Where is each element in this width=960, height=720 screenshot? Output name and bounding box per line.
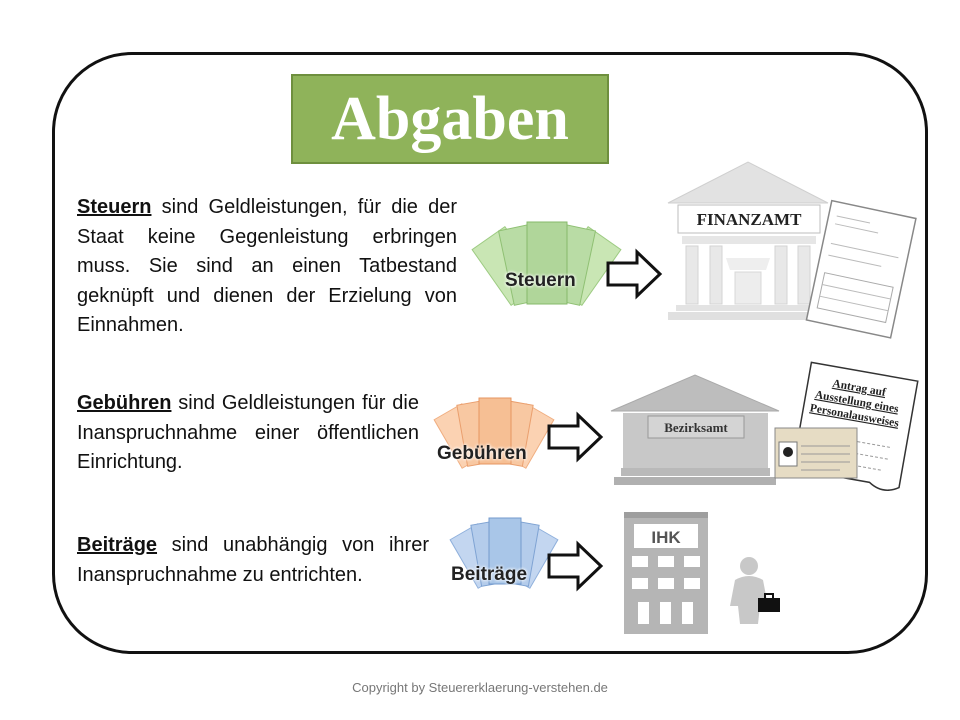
gebuehren-definition: Gebühren sind Geldleistungen für die Ina… [77,389,419,478]
application-form-text: Antrag aufAusstellung einesPersonalauswe… [809,375,905,430]
gebuehren-text: sind Geldleistungen für die Inanspruchna… [77,392,419,473]
finanzamt-building-icon [667,161,829,320]
tax-form-document-icon [805,199,917,339]
ihk-building-icon [624,512,708,634]
copyright-notice: Copyright by Steuererklaerung-verstehen.… [352,680,608,695]
content-frame [52,52,928,654]
id-card-icon [774,427,858,479]
ihk-sign: IHK [651,528,681,547]
gebuehren-money-label: Gebühren [437,443,527,464]
page-title: Abgaben [331,84,569,153]
beitraege-term: Beiträge [77,534,158,556]
steuern-banknotes-icon [471,221,622,307]
gebuehren-banknotes-icon [433,397,555,469]
steuern-definition: Steuern sind Geldleistungen, für die der… [77,193,457,341]
beitraege-definition: Beiträge sind unabhängig von ihrer Inans… [77,531,429,590]
steuern-money-label: Steuern [505,270,576,291]
businessperson-icon [730,557,780,624]
arrow-right-icon [547,540,604,592]
finanzamt-sign: FINANZAMT [697,210,802,229]
steuern-term: Steuern [77,196,152,218]
title-banner: Abgaben [291,74,609,164]
application-form-title: Antrag aufAusstellung einesPersonalauswe… [809,375,905,430]
gebuehren-term: Gebühren [77,392,172,414]
bezirksamt-sign: Bezirksamt [664,420,728,435]
beitraege-text: sind unabhängig von ihrer Inanspruchnahm… [77,534,429,586]
bezirksamt-building-icon [610,374,780,485]
arrow-right-icon [547,411,604,463]
beitraege-banknotes-icon [449,517,559,589]
steuern-text: sind Geldleistungen, für die der Staat k… [77,196,457,336]
beitraege-money-label: Beiträge [451,564,528,585]
arrow-right-icon [606,248,663,300]
